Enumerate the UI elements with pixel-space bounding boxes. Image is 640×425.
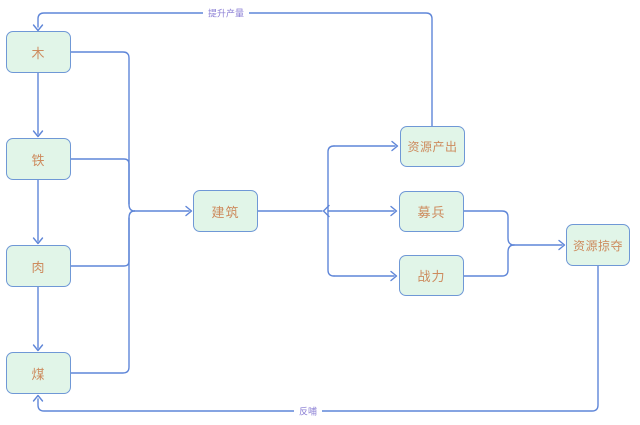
node-resource-plunder[interactable]: 资源掠夺 bbox=[566, 224, 630, 266]
connector-meat-coal bbox=[32, 286, 44, 352]
edge-label-boost-production: 提升产量 bbox=[202, 5, 250, 21]
node-coal[interactable]: 煤 bbox=[6, 352, 71, 394]
connector-resources-building bbox=[70, 51, 193, 374]
connector-boost-production bbox=[32, 12, 433, 127]
node-iron[interactable]: 铁 bbox=[6, 138, 71, 180]
connector-merge-plunder bbox=[463, 210, 566, 277]
node-recruit[interactable]: 募兵 bbox=[399, 191, 464, 232]
connector-building-fanout bbox=[256, 140, 399, 282]
node-building[interactable]: 建筑 bbox=[193, 190, 258, 232]
node-wood[interactable]: 木 bbox=[6, 31, 71, 73]
connector-wood-iron bbox=[32, 72, 44, 138]
edge-label-feedback: 反哺 bbox=[293, 403, 323, 419]
connector-feedback bbox=[32, 265, 599, 412]
node-resource-output[interactable]: 资源产出 bbox=[400, 126, 465, 167]
node-combat-power[interactable]: 战力 bbox=[399, 255, 464, 296]
connector-iron-meat bbox=[32, 179, 44, 245]
node-meat[interactable]: 肉 bbox=[6, 245, 71, 287]
